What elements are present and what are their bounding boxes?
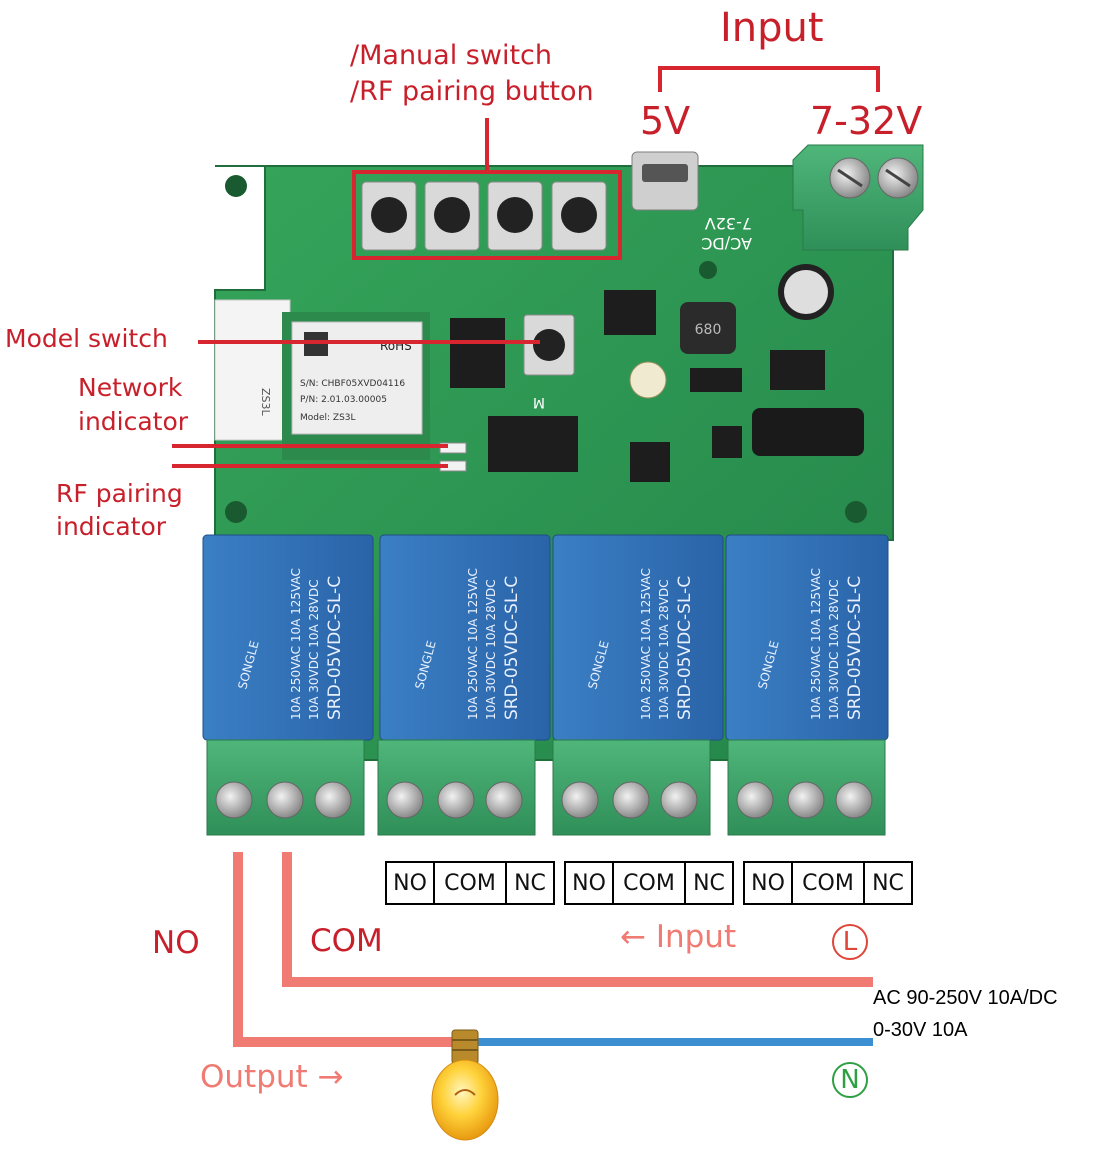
relay-4: SRD-05VDC-SL-C 10A 30VDC 10A 28VDC 10A 2… [725, 534, 889, 741]
annotation-lines [172, 66, 880, 468]
output-terminal-3 [552, 739, 711, 836]
relay-1: SRD-05VDC-SL-C 10A 30VDC 10A 28VDC 10A 2… [202, 534, 374, 741]
terminal-label-group-2: NO COM NC [564, 861, 734, 905]
capacitor [629, 264, 834, 399]
svg-text:10A 30VDC 10A 28VDC: 10A 30VDC 10A 28VDC [307, 579, 321, 720]
m-silk-label: M [533, 394, 545, 410]
dc-input-terminal [792, 144, 924, 251]
svg-text:SRD-05VDC-SL-C: SRD-05VDC-SL-C [675, 576, 695, 720]
svg-text:SRD-05VDC-SL-C: SRD-05VDC-SL-C [502, 576, 522, 720]
spec-line-2: 0-30V 10A [873, 1019, 968, 1041]
module-side-label: ZS3L [259, 388, 272, 417]
svg-text:680: 680 [695, 322, 722, 338]
light-bulb-icon [431, 1029, 499, 1141]
svg-text:Model: ZS3L: Model: ZS3L [300, 413, 356, 423]
output-terminal-1 [206, 739, 365, 836]
output-terminal-4 [727, 739, 886, 836]
dc-silk-label: AC/DC [701, 234, 752, 253]
model-switch-label: Model switch [5, 324, 168, 353]
svg-text:SRD-05VDC-SL-C: SRD-05VDC-SL-C [845, 576, 865, 720]
output-arrow-label: Output → [200, 1059, 344, 1095]
svg-text:10A 250VAC 10A 125VAC: 10A 250VAC 10A 125VAC [289, 568, 303, 720]
rf-pairing-button-label: /RF pairing button [350, 76, 594, 107]
model-button [523, 314, 575, 376]
terminal-com-label: COM [435, 863, 507, 903]
manual-switch-buttons [361, 181, 607, 251]
network-indicator-label-1: Network [78, 373, 183, 402]
micro-usb-port [631, 151, 699, 211]
svg-text:10A 250VAC 10A 125VAC: 10A 250VAC 10A 125VAC [639, 568, 653, 720]
live-symbol-icon: L [832, 924, 868, 960]
terminal-nc-label: NC [693, 870, 725, 896]
network-indicator-label-2: indicator [78, 407, 189, 436]
output-terminal-2 [377, 739, 536, 836]
rf-pairing-indicator-label-1: RF pairing [56, 479, 183, 508]
relay-3: SRD-05VDC-SL-C 10A 30VDC 10A 28VDC 10A 2… [552, 534, 724, 741]
spec-line-1: AC 90-250V 10A/DC [873, 987, 1058, 1009]
terminal-com-label: COM [614, 863, 686, 903]
svg-text:SRD-05VDC-SL-C: SRD-05VDC-SL-C [325, 576, 345, 720]
input-heading: Input [720, 5, 824, 51]
antenna-coil [752, 408, 864, 456]
manual-switch-label: /Manual switch [350, 40, 552, 71]
terminal-no-label: NO [566, 863, 614, 903]
neutral-symbol-icon: N [832, 1062, 868, 1098]
svg-text:10A 250VAC 10A 125VAC: 10A 250VAC 10A 125VAC [809, 568, 823, 720]
svg-text:P/N: 2.01.03.00005: P/N: 2.01.03.00005 [300, 395, 387, 405]
com-wire-label: COM [310, 923, 383, 959]
svg-text:10A 30VDC 10A 28VDC: 10A 30VDC 10A 28VDC [657, 579, 671, 720]
label-7-32v: 7-32V [810, 99, 923, 143]
zigbee-module: RoHS S/N: CHBF05XVD04116 P/N: 2.01.03.00… [282, 312, 430, 460]
svg-text:S/N: CHBF05XVD04116: S/N: CHBF05XVD04116 [300, 379, 405, 389]
svg-text:10A 30VDC 10A 28VDC: 10A 30VDC 10A 28VDC [827, 579, 841, 720]
dc-silk-label-2: 7-32V [705, 214, 752, 233]
relay-2: SRD-05VDC-SL-C 10A 30VDC 10A 28VDC 10A 2… [379, 534, 551, 741]
terminal-com-label: COM [793, 863, 865, 903]
terminal-label-group-1: NO COM NC [385, 861, 555, 905]
terminal-label-group-3: NO COM NC [743, 861, 913, 905]
terminal-no-label: NO [745, 863, 793, 903]
input-arrow-label: ← Input [620, 919, 737, 955]
wiring [233, 852, 873, 1047]
inductor: 680 [680, 302, 736, 354]
no-wire-label: NO [152, 925, 200, 961]
terminal-nc-label: NC [514, 870, 546, 896]
terminal-nc-label: NC [872, 870, 904, 896]
svg-text:10A 250VAC 10A 125VAC: 10A 250VAC 10A 125VAC [466, 568, 480, 720]
terminal-no-label: NO [387, 863, 435, 903]
rf-pairing-indicator-label-2: indicator [56, 512, 167, 541]
label-5v: 5V [640, 99, 691, 143]
ic-chips [450, 290, 825, 482]
svg-text:10A 30VDC 10A 28VDC: 10A 30VDC 10A 28VDC [484, 579, 498, 720]
